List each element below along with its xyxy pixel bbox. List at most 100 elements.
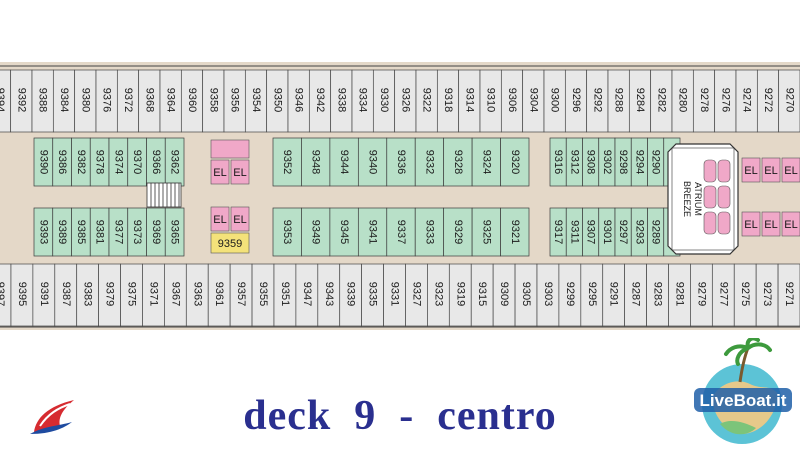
stairwell-steps (150, 183, 180, 207)
cabin-number: 9346 (293, 88, 305, 112)
cabin-number: 9333 (423, 220, 435, 244)
cabin-number: 9381 (94, 220, 106, 244)
cabin-number: 9309 (498, 282, 510, 306)
cabin-number: 9349 (310, 220, 322, 244)
cabin-number: 9294 (633, 150, 645, 174)
deck-title: deck 9 - centro (243, 393, 557, 439)
palm-leaves (724, 336, 772, 366)
cabin-number: 9367 (169, 282, 181, 306)
brand-badge-text: LiveBoat.it (700, 391, 787, 410)
cabin-number: 9326 (399, 88, 411, 112)
cabin-number: 9368 (143, 88, 155, 112)
glass-elevator (703, 159, 717, 183)
cabin-number: 9355 (257, 282, 269, 306)
cabin-number: 9271 (783, 282, 795, 306)
interior-cabin (414, 137, 445, 187)
cabin-number: 9284 (634, 88, 646, 112)
cabin-number: 9270 (783, 88, 795, 112)
elevator-label: EL (233, 214, 246, 226)
liveboat-logo-svg: LiveBoat.it (694, 336, 792, 444)
atrium-railing (671, 147, 735, 251)
cabin-number: 9290 (650, 150, 662, 174)
cabin-number: 9298 (617, 150, 629, 174)
interior-cabin (500, 137, 530, 187)
cabin-number: 9354 (250, 88, 262, 112)
cabin-number: 9376 (101, 88, 113, 112)
glass-elevator (717, 185, 731, 209)
cabin-number: 9394 (0, 88, 6, 112)
cabin-number: 9319 (454, 282, 466, 306)
cabin-number: 9337 (395, 220, 407, 244)
cabin-number: 9397 (0, 282, 6, 306)
elevator-box (781, 211, 800, 237)
cabin-number: 9378 (94, 150, 106, 174)
elevator-label: EL (784, 165, 797, 177)
cabin-number: 9287 (630, 282, 642, 306)
carnival-funnel-white-stripe (39, 403, 71, 427)
cabin-number: 9321 (509, 220, 521, 244)
elevator-label: EL (744, 165, 757, 177)
interior-cabin (443, 207, 473, 257)
interior-cabin (414, 207, 445, 257)
elevator-label: EL (213, 167, 226, 179)
cabin-number: 9372 (122, 88, 134, 112)
interior-cabin (357, 207, 388, 257)
cabin-number: 9383 (82, 282, 94, 306)
cabin-number: 9289 (650, 220, 662, 244)
cabin-number: 9299 (564, 282, 576, 306)
cabin-number: 9300 (549, 88, 561, 112)
glass-elevator (717, 159, 731, 183)
cabin-number: 9301 (601, 220, 613, 244)
interior-cabin (443, 137, 473, 187)
glass-elevator (717, 211, 731, 235)
elevator-label: EL (764, 165, 777, 177)
carnival-funnel-blue (30, 422, 72, 434)
cabin-number: 9317 (552, 220, 564, 244)
cabin-number: 9303 (542, 282, 554, 306)
cabin-number: 9281 (673, 282, 685, 306)
cabin-number: 9391 (38, 282, 50, 306)
cabin-number: 9393 (37, 220, 49, 244)
cabin-number: 9395 (16, 282, 28, 306)
elevator-bank-right: EL EL EL EL EL EL (741, 157, 800, 237)
cabin-number: 9278 (698, 88, 710, 112)
cabin-number: 9292 (591, 88, 603, 112)
cabin-number: 9330 (378, 88, 390, 112)
cabin-number: 9295 (586, 282, 598, 306)
cabin-number: 9365 (169, 220, 181, 244)
liveboat-globe-logo-icon: LiveBoat.it (690, 336, 796, 450)
cabin-number: 9323 (432, 282, 444, 306)
cabin-number: 9375 (126, 282, 138, 306)
cabin-number: 9370 (131, 150, 143, 174)
interior-cabin (471, 137, 501, 187)
cabin-number: 9288 (613, 88, 625, 112)
carnival-funnel-logo-icon (14, 396, 84, 436)
cabin-number: 9315 (476, 282, 488, 306)
elevator-label: EL (233, 167, 246, 179)
cabin-number: 9283 (652, 282, 664, 306)
cabin-number: 9392 (15, 88, 27, 112)
atrium-label-line2: ATRIUM (693, 182, 703, 216)
cabin-number: 9382 (75, 150, 87, 174)
cabin-number: 9279 (695, 282, 707, 306)
cabin-number: 9282 (655, 88, 667, 112)
glass-elevator (703, 211, 717, 235)
cabin-number: 9293 (633, 220, 645, 244)
elevator-box (741, 211, 761, 237)
cabin-number: 9311 (568, 220, 580, 244)
cabin-number: 9308 (585, 150, 597, 174)
elevator-label: EL (764, 219, 777, 231)
elevator-box (781, 157, 800, 183)
cabin-number: 9362 (169, 150, 181, 174)
cabin-number: 9353 (281, 220, 293, 244)
cabin-number: 9380 (79, 88, 91, 112)
cabin-number: 9350 (271, 88, 283, 112)
cabin-number: 9374 (112, 150, 124, 174)
cabin-number: 9385 (75, 220, 87, 244)
cabin-number: 9310 (485, 88, 497, 112)
cabin-number: 9386 (56, 150, 68, 174)
outside-cabin (777, 263, 800, 327)
cabin-number: 9363 (191, 282, 203, 306)
cabin-number: 9343 (323, 282, 335, 306)
breeze-atrium: BREEZE ATRIUM (667, 143, 739, 255)
